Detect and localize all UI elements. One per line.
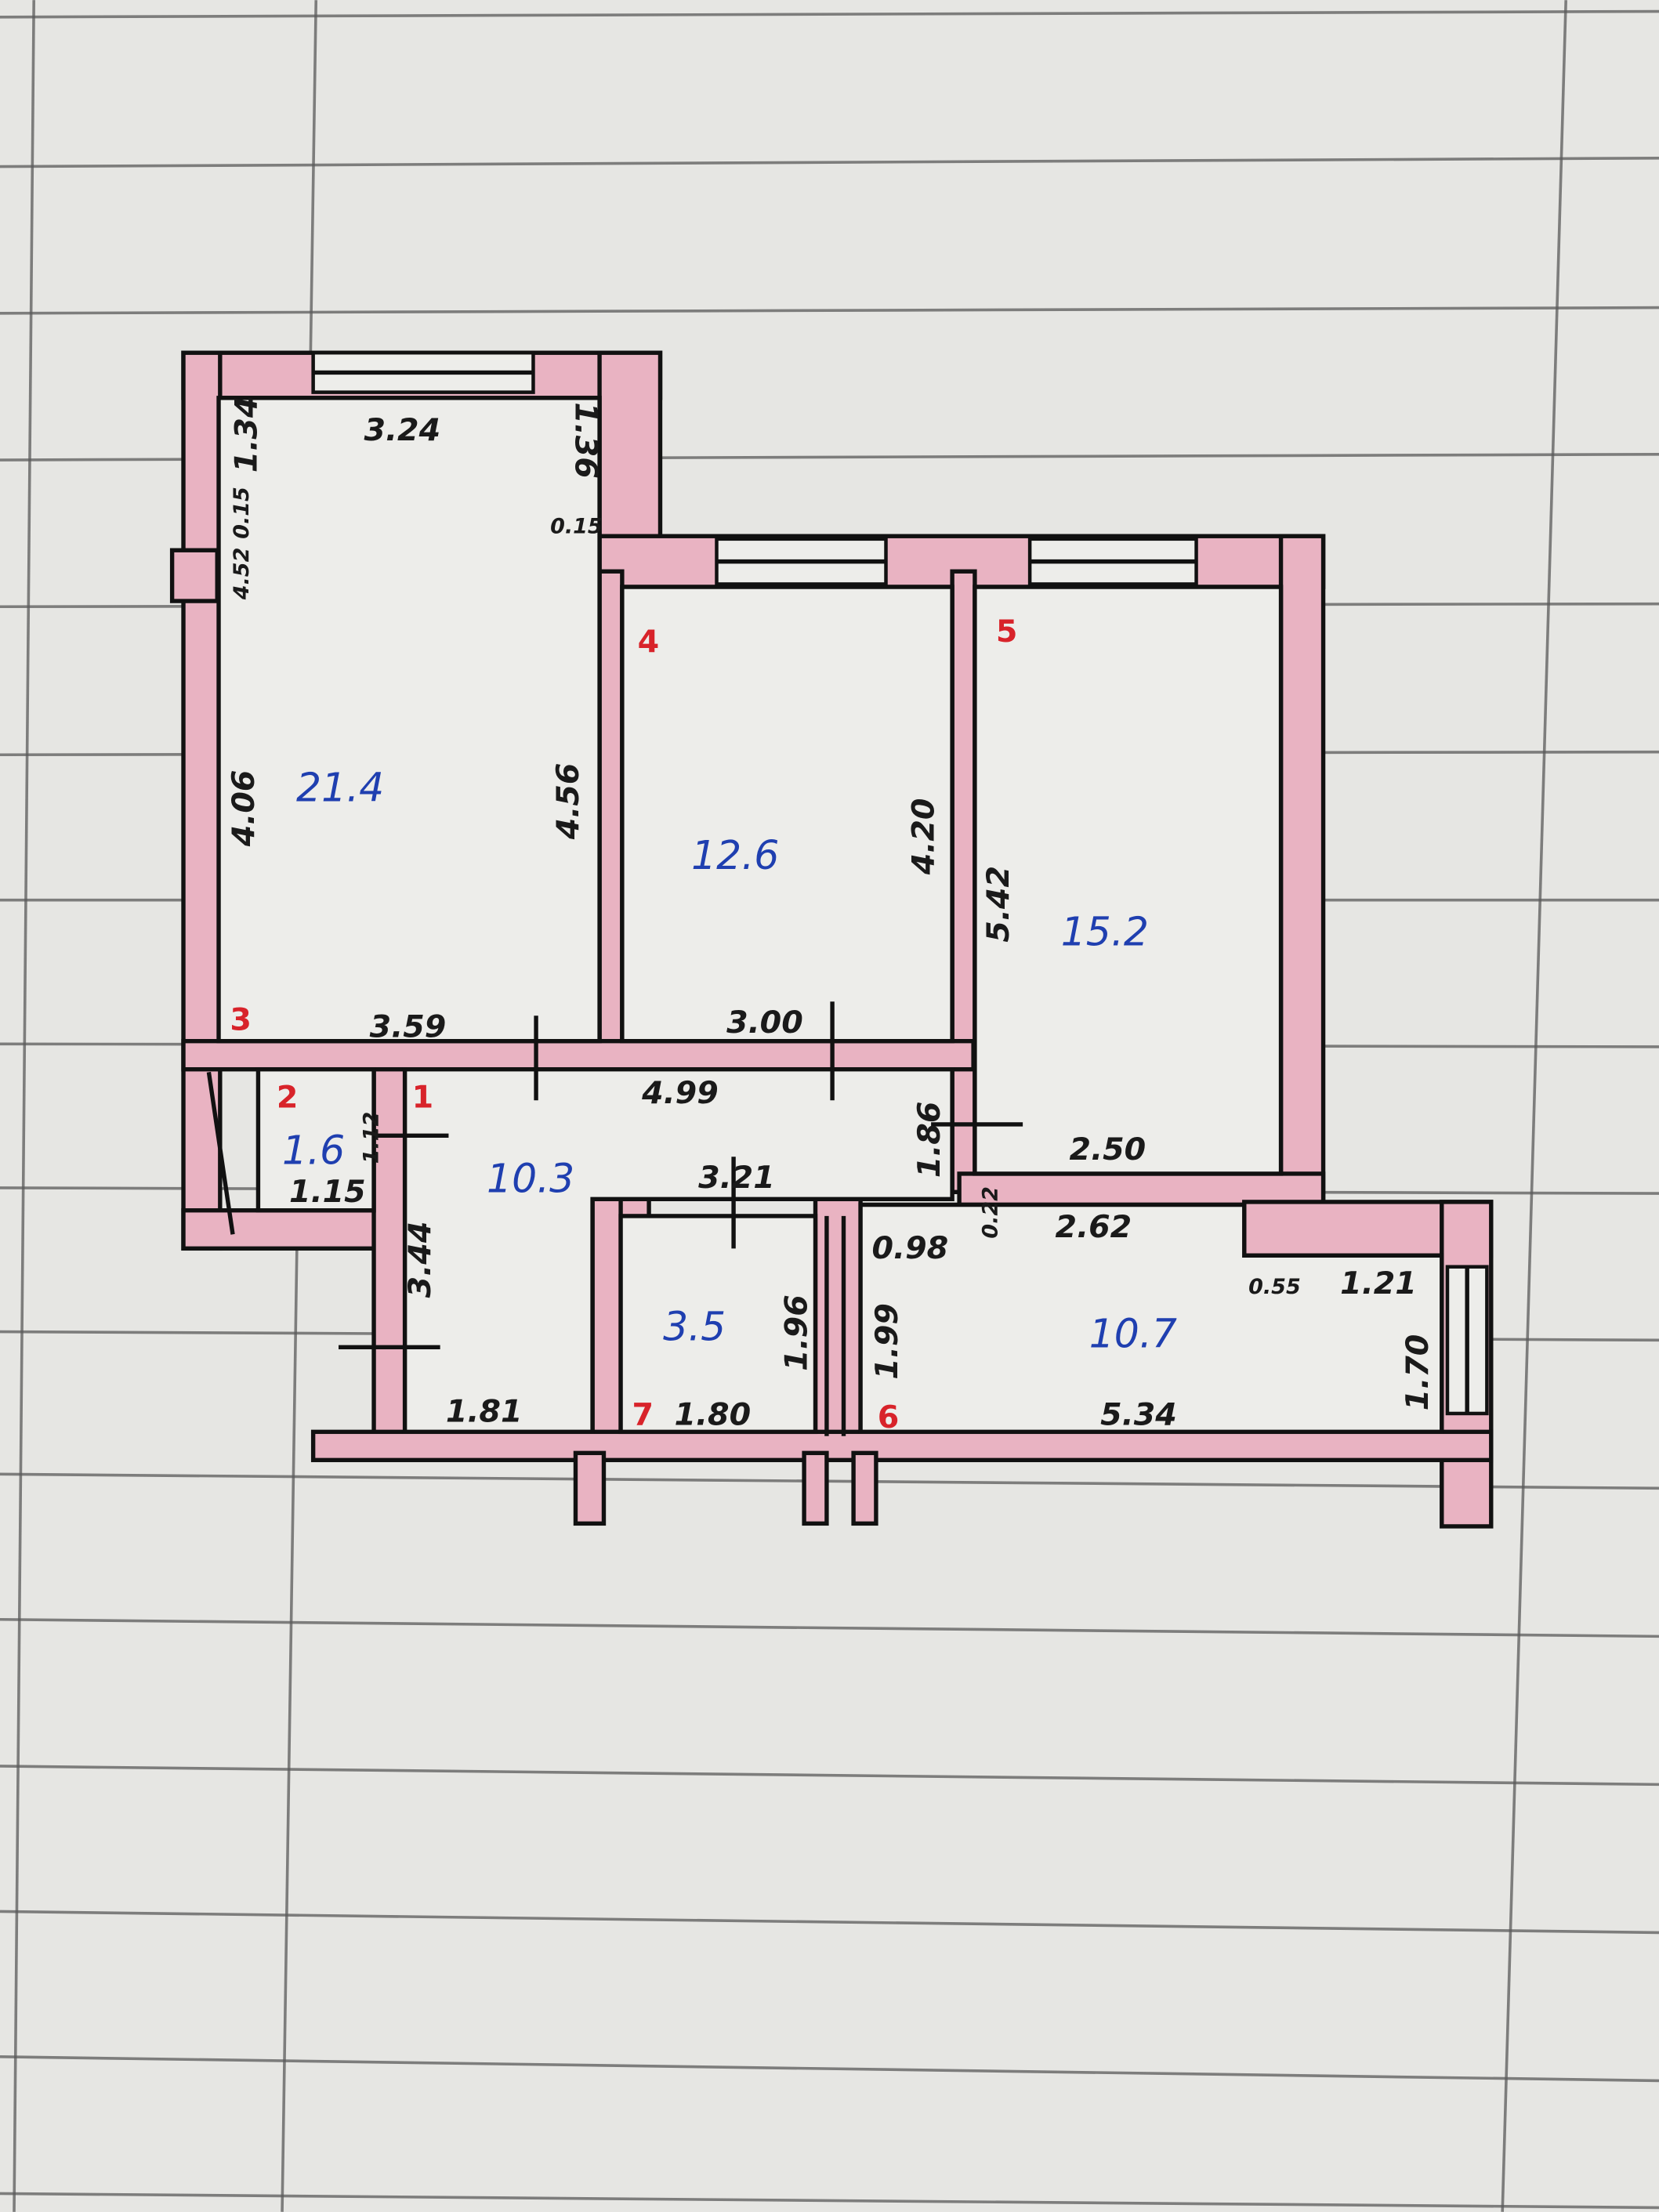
dim-label: 1.21 (1340, 1265, 1417, 1301)
dim-label: 4.20 (906, 798, 942, 876)
dim-label: 1.81 (446, 1394, 523, 1430)
dim-label: 0.98 (872, 1230, 949, 1266)
dim-label: 1.34 (229, 396, 265, 473)
dim-label: 3.24 (364, 412, 440, 448)
dim-label: 1.96 (779, 1294, 815, 1371)
room-number-3: 3 (230, 1001, 252, 1037)
room-5 (973, 585, 1284, 1176)
room-6 (858, 1202, 1444, 1435)
room-area-4: 12.6 (691, 832, 779, 878)
dim-label: 1.99 (869, 1303, 905, 1380)
dim-label: 3.44 (402, 1222, 438, 1298)
dim-label: 1.80 (674, 1396, 751, 1432)
room-area-2: 1.6 (282, 1127, 345, 1173)
room-number-5: 5 (996, 614, 1018, 650)
dim-label: 3.00 (726, 1005, 803, 1041)
dim-label: 0.55 (1248, 1275, 1301, 1299)
room-area-7: 3.5 (663, 1303, 726, 1349)
room-number-6: 6 (878, 1399, 900, 1435)
dim-label: 4.99 (641, 1075, 719, 1111)
dim-label: 4.56 (550, 763, 586, 841)
dim-label: 1.70 (1400, 1334, 1436, 1411)
dim-label: 5.34 (1100, 1396, 1177, 1432)
room-number-4: 4 (638, 624, 660, 660)
room-number-2: 2 (277, 1079, 299, 1115)
dim-label: 2.62 (1056, 1209, 1132, 1245)
room-1-corridor (402, 1066, 954, 1435)
room-area-1: 10.3 (487, 1155, 574, 1201)
dim-label: 5.42 (980, 866, 1016, 943)
dim-label: 1.12 (359, 1112, 383, 1164)
room-area-5: 15.2 (1061, 908, 1149, 954)
windows-doors (206, 350, 1489, 1436)
room-2 (255, 1066, 376, 1213)
dim-label: 1.86 (911, 1102, 947, 1178)
dim-label: 1.36 (567, 402, 603, 479)
room-area-3: 21.4 (296, 765, 384, 811)
dim-label: 3.59 (370, 1008, 447, 1044)
room-number-7: 7 (632, 1396, 654, 1432)
room-4 (620, 585, 954, 1044)
dim-label: 3.21 (698, 1160, 775, 1196)
room-number-1: 1 (412, 1079, 434, 1115)
dim-label: 0.15 (550, 515, 603, 539)
room-3 (216, 396, 602, 1044)
door (206, 1071, 235, 1235)
dim-label: 4.52 (230, 548, 254, 601)
dim-label: 4.06 (226, 770, 262, 848)
room-7 (618, 1214, 818, 1435)
rooms (216, 396, 1444, 1435)
dim-label: 2.50 (1070, 1131, 1146, 1168)
dim-label: 0.15 (230, 487, 254, 539)
dimensions: 3.24 1.34 0.15 4.52 1.36 0.15 4.06 4.56 … (226, 396, 1436, 1433)
room-area-6: 10.7 (1089, 1310, 1177, 1356)
dim-label: 0.22 (979, 1186, 1003, 1239)
dim-label: 1.15 (289, 1174, 366, 1210)
